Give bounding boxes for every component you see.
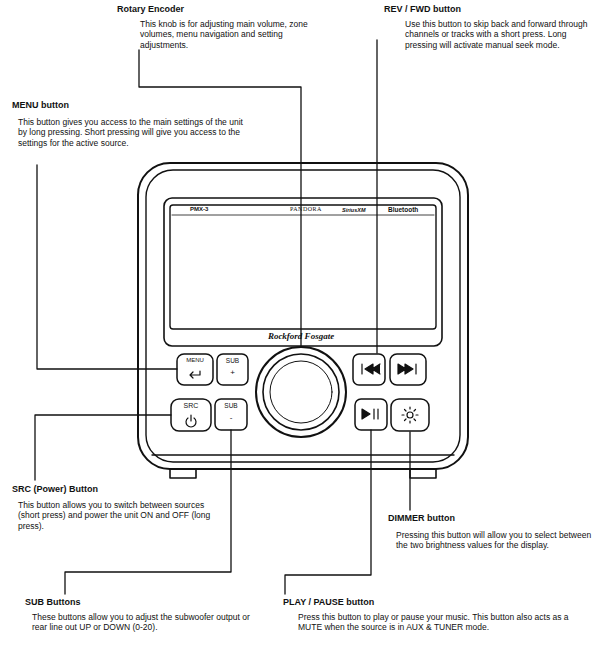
callout-heading: SUB Buttons [25,597,81,608]
button-label: - [215,413,247,423]
callout-heading: PLAY / PAUSE button [283,597,374,608]
button-label: MENU [177,357,213,364]
callout-text: Press this button to play or pause your … [298,612,594,633]
brand-logo: Rockford Fosgate [246,331,356,342]
callout-heading: Rotary Encoder [117,4,184,15]
rotary-knob [256,347,346,437]
callout-heading: SRC (Power) Button [12,484,98,495]
model-name: PMX-3 [190,206,208,213]
button-icons [186,364,418,427]
unit-housing [138,163,468,478]
callout-text: This button gives you access to the main… [18,117,250,148]
callout-text: Use this button to skip back and forward… [405,19,595,50]
button-label: SRC [171,402,211,411]
callout-heading: DIMMER button [388,513,455,524]
brand-logo: PANDORA [290,206,322,213]
callout-heading: MENU button [12,100,69,111]
brand-logo: Bluetooth [388,206,418,214]
button-label: SUB [217,357,248,365]
callout-heading: REV / FWD button [384,4,461,15]
button-label: + [217,368,248,378]
callout-text: This knob is for adjusting main volume, … [140,19,330,50]
buttons [171,354,429,431]
callout-text: Pressing this button will allow you to s… [396,530,594,551]
callout-text: This button allows you to switch between… [18,500,223,531]
button-label: SUB [215,402,247,410]
callout-text: These buttons allow you to adjust the su… [32,612,262,633]
brand-logo: SiriusXM [342,207,366,214]
